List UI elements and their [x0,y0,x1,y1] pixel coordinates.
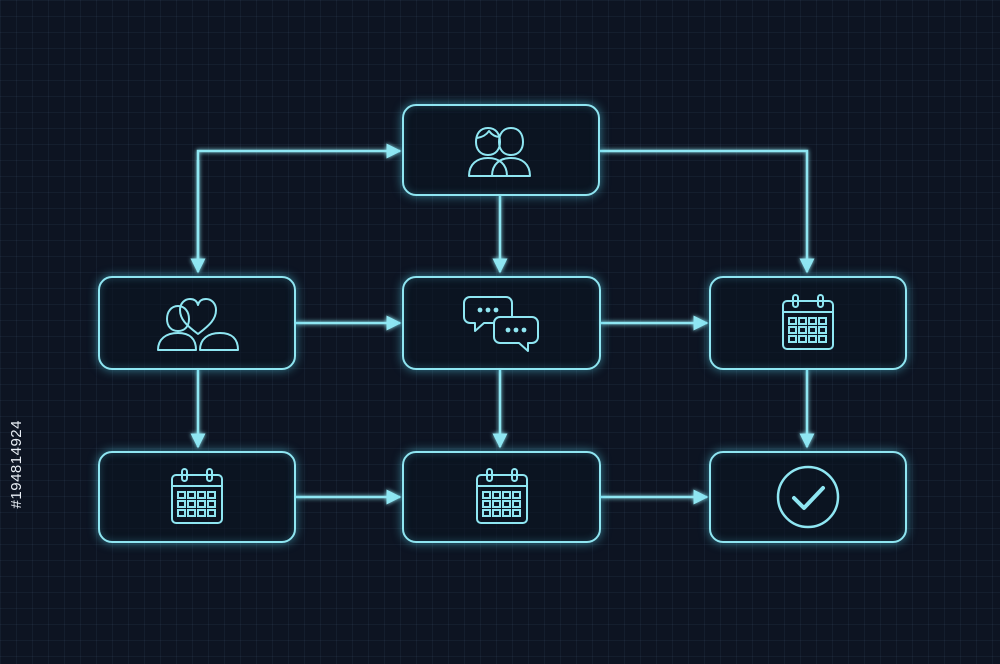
node-team [402,104,600,196]
node-date-2 [402,451,601,543]
edge-match-to-team [196,143,402,270]
check-circle-icon [776,465,840,529]
node-date-1 [98,451,296,543]
calendar-icon [475,468,528,524]
node-match [98,276,296,370]
calendar-icon [782,294,834,350]
heart-couple-icon [157,298,239,351]
image-id-watermark: #194814924 [8,420,25,509]
chat-bubbles-icon [462,296,539,352]
edge-team-to-plan [600,149,815,274]
node-done [709,451,907,543]
node-plan [709,276,907,370]
calendar-icon [171,468,223,524]
users-icon [468,127,531,177]
node-chat [402,276,601,370]
